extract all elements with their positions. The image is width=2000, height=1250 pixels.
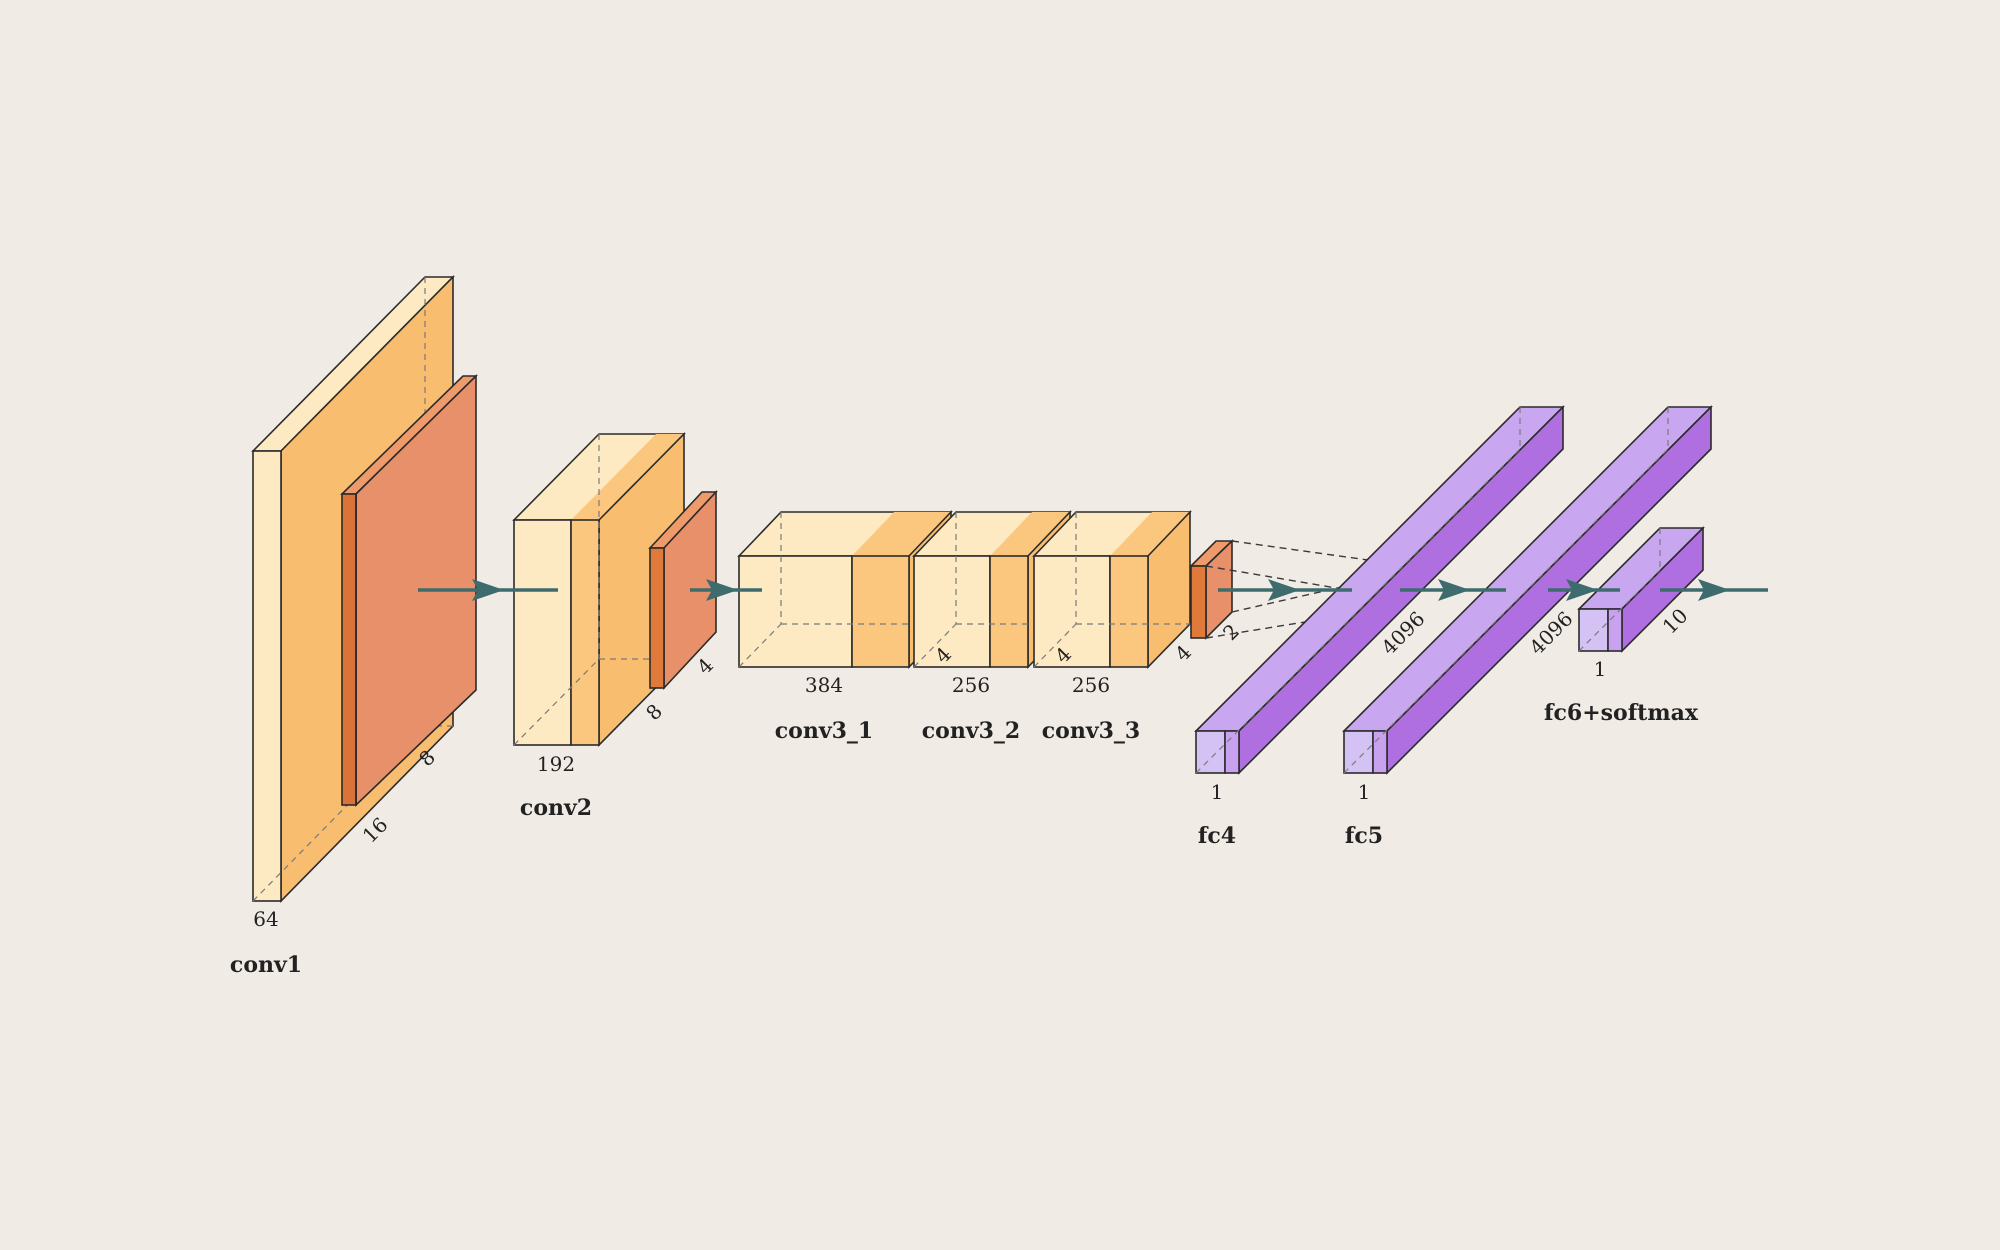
fc6-width-label: 1 [1594,657,1607,681]
conv3_2-top-dark [990,512,1070,556]
fc5-caption: fc5 [1345,823,1383,849]
fc6-front-light [1578,608,1609,652]
arrow-fc6-output [1660,579,1768,601]
conv3_3-front-main [1109,555,1149,668]
conv3_3-size-out-label: 4 [1170,640,1196,666]
arrow-fc4-fc5 [1400,579,1506,601]
conv2-size-label: 8 [641,699,667,725]
fc4-width-label: 1 [1211,780,1224,804]
fc5-front-light [1343,730,1374,774]
pool1-block [340,374,478,807]
fc5-width-label: 1 [1358,780,1371,804]
conv2-front-main [570,519,600,746]
fc6-caption: fc6+softmax [1544,700,1699,726]
arrow-conv2-conv3 [690,579,762,601]
arrow-conv3-fc4 [1218,579,1352,601]
conv3_1-channels-label: 384 [805,673,843,697]
conv1-caption: conv1 [230,952,302,978]
fc6-front-main [1607,608,1623,652]
pool3-size-label: 2 [1218,619,1244,645]
conv1-front-light [252,450,282,902]
conv3_2-caption: conv3_2 [922,718,1020,744]
conv2-channels-label: 192 [537,752,575,776]
conv2-front-light [513,519,572,746]
conv1-channels-label: 64 [253,907,278,931]
conv3_1-caption: conv3_1 [775,718,873,744]
conv3_2-front-main [989,555,1029,668]
conv3_3-front-light [1033,555,1111,668]
fc4-front-main [1224,730,1240,774]
conv2-caption: conv2 [520,795,592,821]
arrow-conv1-conv2 [418,579,558,601]
pool3-front-face [1190,565,1207,639]
conv3_3-top-dark [1110,512,1190,556]
conv3_1-front-main [851,555,910,668]
conv3_3-caption: conv3_3 [1042,718,1140,744]
conv3_1-top-dark [852,512,951,556]
fc4-front-light [1195,730,1226,774]
arrow-fc5-fc6 [1548,579,1620,601]
conv3_3-block [1032,510,1192,669]
conv2-top-dark [571,434,684,520]
pool2-front-face [649,547,665,689]
conv3_2-channels-label: 256 [952,673,990,697]
conv3_3-channels-label: 256 [1072,673,1110,697]
fc5-front-main [1372,730,1388,774]
fc4-caption: fc4 [1198,823,1236,849]
pool1-front-light [341,493,357,806]
flow-arrows [418,579,1768,601]
conv3_2-front-light [913,555,991,668]
pool2-size-label: 4 [692,653,718,679]
